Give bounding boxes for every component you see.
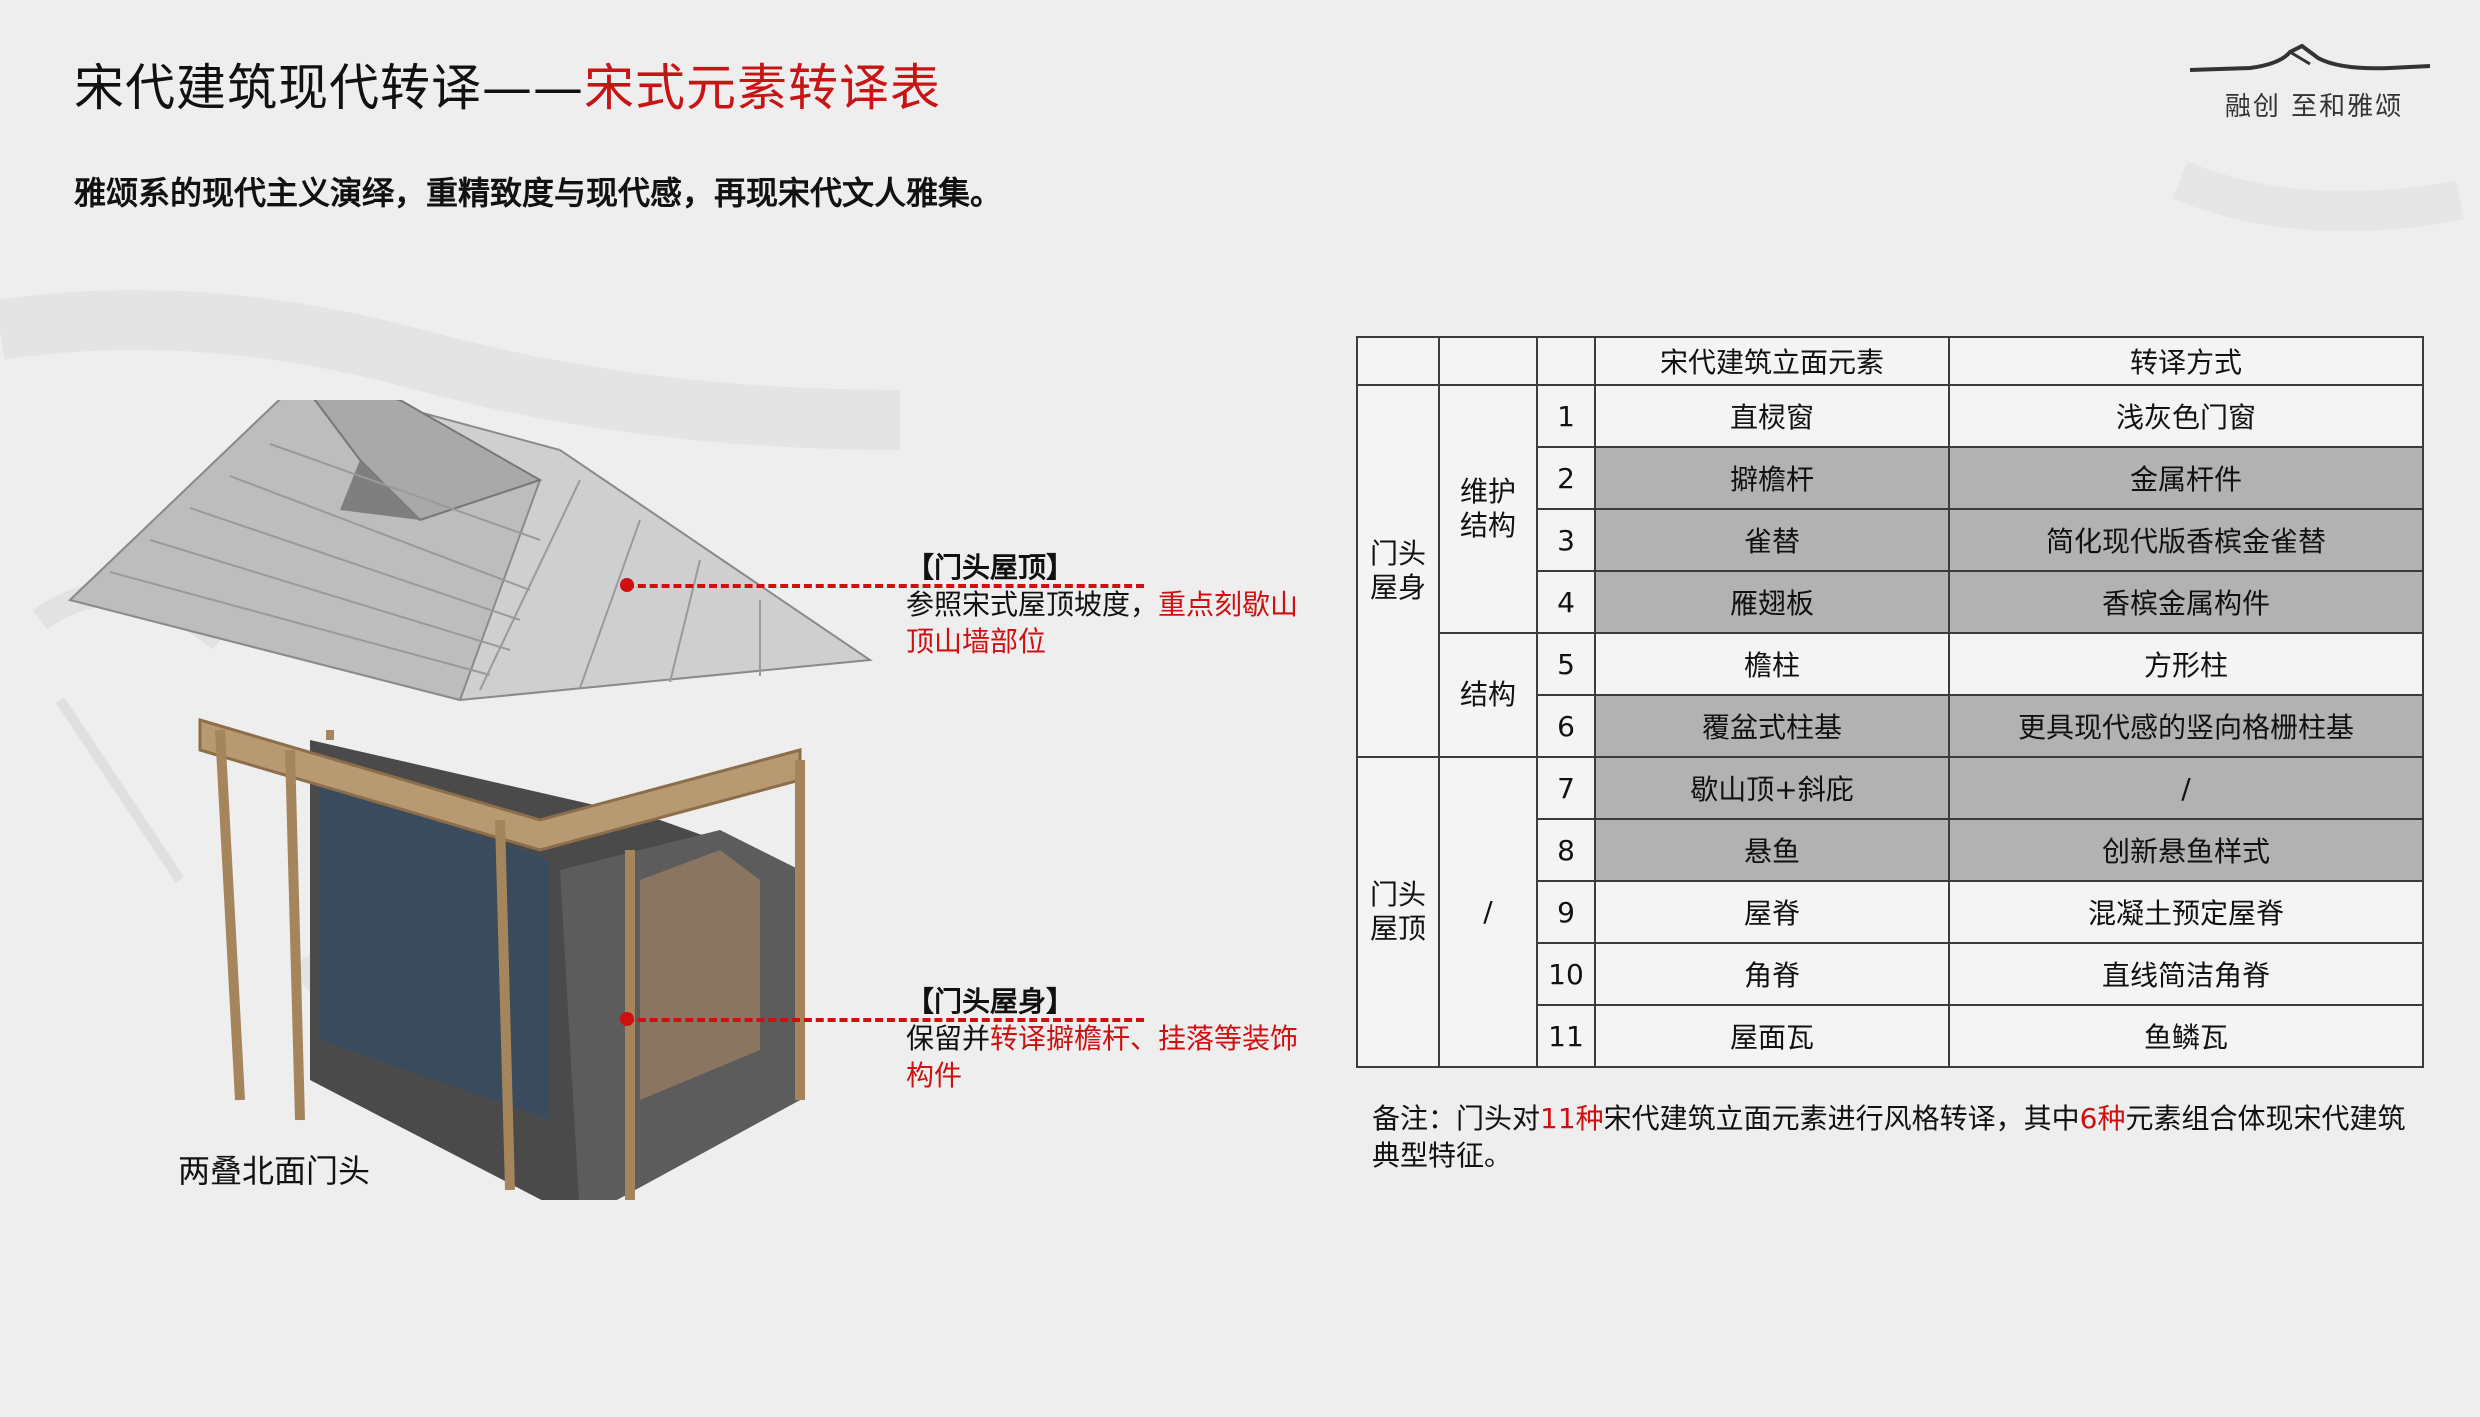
- table-row: 10 角脊 直线简洁角脊: [1357, 942, 2424, 1006]
- group-structure: 结构: [1438, 632, 1538, 758]
- roof-leader-line: [626, 584, 1144, 588]
- body-callout-text: 保留并转译擗檐杆、挂落等装饰构件: [906, 1022, 1299, 1092]
- illustration-caption: 两叠北面门头: [178, 1152, 371, 1190]
- page-subtitle: 雅颂系的现代主义演绎，重精致度与现代感，再现宋代文人雅集。: [74, 174, 1003, 212]
- roof-leader-dot: [620, 578, 634, 592]
- roof-drawing: [68, 400, 873, 702]
- page-title: 宋代建筑现代转译——宋式元素转译表: [74, 59, 941, 117]
- table-row: 结构 5 檐柱 方形柱: [1357, 632, 2424, 758]
- header-translation: 转译方式: [1948, 336, 2424, 386]
- body-leader-line: [626, 1018, 1144, 1022]
- group-roof-sub: /: [1438, 756, 1538, 1068]
- group-roof: 门头屋顶: [1356, 756, 1440, 1068]
- page-title-accent: 宋式元素转译表: [584, 59, 941, 117]
- gate-exploded-illustration: [68, 400, 873, 1200]
- body-drawing: [198, 717, 805, 1200]
- roof-callout-title: 【门头屋顶】: [906, 551, 1075, 584]
- mountain-roof-icon: [2190, 43, 2430, 72]
- body-leader-dot: [620, 1012, 634, 1026]
- table-row: 11 屋面瓦 鱼鳞瓦: [1357, 1004, 2424, 1068]
- brand-logo-text: 融创 至和雅颂: [2224, 92, 2404, 122]
- group-body: 门头屋身: [1356, 384, 1440, 758]
- table-row: 8 悬鱼 创新悬鱼样式: [1357, 818, 2424, 882]
- table-row: 9 屋脊 混凝土预定屋脊: [1357, 880, 2424, 944]
- header-element: 宋代建筑立面元素: [1594, 336, 1950, 386]
- table-row: 3 雀替 简化现代版香槟金雀替: [1357, 508, 2424, 572]
- table-row: 门头屋顶 / 7 歇山顶+斜庇 /: [1356, 756, 2424, 1068]
- element-translation-table: 宋代建筑立面元素 转译方式 门头屋身 维护结构 1 直棂窗 浅灰色门窗 2 擗檐…: [1356, 336, 2424, 1068]
- table-header-row: 宋代建筑立面元素 转译方式: [1356, 336, 2424, 386]
- table-row: 门头屋身 维护结构 1 直棂窗 浅灰色门窗: [1356, 384, 2424, 758]
- roof-callout-text: 参照宋式屋顶坡度，重点刻歇山顶山墙部位: [906, 588, 1299, 658]
- table-note: 备注：门头对11种宋代建筑立面元素进行风格转译，其中6种元素组合体现宋代建筑典型…: [1372, 1102, 2406, 1172]
- table-row: 4 雁翅板 香槟金属构件: [1357, 570, 2424, 634]
- table-row: 6 覆盆式柱基 更具现代感的竖向格栅柱基: [1357, 694, 2424, 758]
- group-envelope: 维护结构: [1438, 384, 1538, 634]
- table-row: 2 擗檐杆 金属杆件: [1357, 446, 2424, 510]
- body-callout-title: 【门头屋身】: [906, 985, 1075, 1018]
